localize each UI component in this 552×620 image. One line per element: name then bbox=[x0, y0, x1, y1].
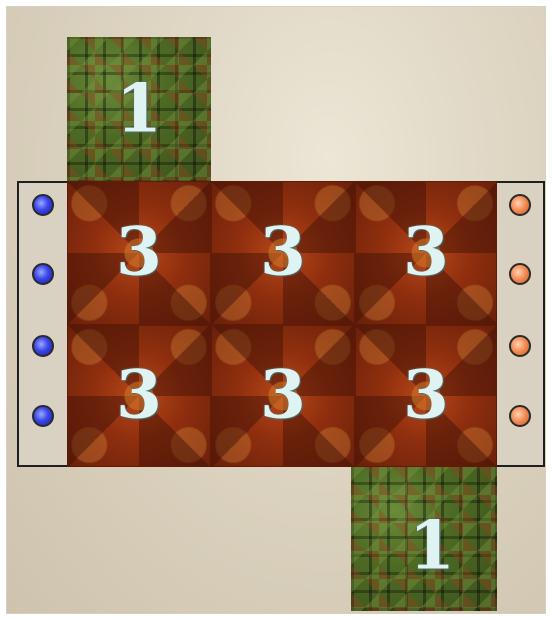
tile-number: 3 bbox=[356, 219, 496, 285]
blue-peg[interactable] bbox=[32, 194, 54, 216]
blue-team-panel bbox=[17, 181, 69, 467]
orange-peg[interactable] bbox=[509, 194, 531, 216]
orange-peg[interactable] bbox=[509, 263, 531, 285]
field-tile[interactable]: 3 bbox=[355, 325, 497, 467]
field-tile[interactable]: 3 bbox=[355, 181, 497, 325]
tile-number: 3 bbox=[68, 362, 210, 428]
start-tile-bottom-right[interactable]: 1 bbox=[351, 467, 497, 611]
game-board: 1 3 3 3 3 3 3 1 bbox=[6, 6, 546, 614]
start-tile-top-left[interactable]: 1 bbox=[67, 37, 211, 183]
tile-number: 1 bbox=[359, 513, 497, 579]
tile-number: 3 bbox=[212, 362, 354, 428]
tile-number: 3 bbox=[356, 362, 496, 428]
blue-peg[interactable] bbox=[32, 263, 54, 285]
field-tile[interactable]: 3 bbox=[67, 181, 211, 325]
tile-number: 3 bbox=[68, 219, 210, 285]
orange-peg[interactable] bbox=[509, 335, 531, 357]
tile-number: 1 bbox=[67, 76, 211, 142]
orange-peg[interactable] bbox=[509, 405, 531, 427]
orange-team-panel bbox=[495, 181, 545, 467]
field-tile[interactable]: 3 bbox=[67, 325, 211, 467]
field-tile[interactable]: 3 bbox=[211, 181, 355, 325]
blue-peg[interactable] bbox=[32, 335, 54, 357]
blue-peg[interactable] bbox=[32, 405, 54, 427]
field-tile[interactable]: 3 bbox=[211, 325, 355, 467]
tile-number: 3 bbox=[212, 219, 354, 285]
